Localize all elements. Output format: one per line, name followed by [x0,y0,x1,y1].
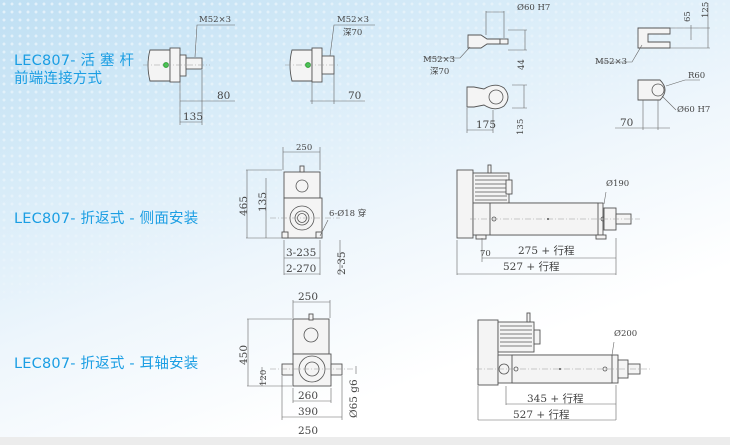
section-title-trunnion-mount: LEC807- 折返式 - 耳轴安装 [14,356,199,372]
page-footer-strip [0,437,730,445]
dim-height2: 135 [257,192,269,212]
drawing-trunnion-front: 250 450 120 260 390 Ø65 g6 [238,291,360,420]
dim-label: 2-270 [286,263,316,275]
dim-width: 250 [296,143,312,153]
section-subtitle-rod-end: 前端连接方式 [14,71,103,87]
drawing-side-mount-side: Ø190 70 275 + 行程 527 + 行程 [456,164,640,275]
dim-label: 125 [701,2,711,18]
depth-label: 深70 [430,67,449,77]
thread-label: M52×3 [595,57,627,67]
dim-label: 70 [348,90,361,102]
bore-label: Ø60 H7 [517,2,550,13]
dim-label: 80 [217,90,230,102]
section-title-side-mount: LEC807- 折返式 - 侧面安装 [14,211,199,227]
dim-label: 2-35 [336,251,348,275]
dim-label: 135 [516,119,526,135]
thread-label: M52×3 [337,15,369,25]
drawing-rod-eye: Ø60 H7 M52×3 深70 44 175 135 [423,2,550,135]
radius-label: R60 [688,71,705,81]
dim-height: 465 [238,196,250,216]
thread-label: M52×3 [423,55,455,65]
bore-label: Ø60 H7 [677,104,710,115]
holes-label: 6-Ø18 穿 [329,208,366,219]
dim-label: 260 [298,390,318,402]
dim-width: 250 [298,291,318,303]
dim-label: 70 [620,117,633,129]
length-label: 527 + 行程 [503,260,560,273]
dim-label: 44 [517,59,527,70]
thread-label: M52×3 [199,15,231,25]
depth-label: 深70 [343,28,362,38]
length-label: 527 + 行程 [513,408,570,421]
diameter-label: Ø190 [606,178,629,189]
drawing-trunnion-side: Ø200 345 + 行程 527 + 行程 [476,312,650,421]
section-title-rod-end: LEC807- 活 塞 杆 [14,53,135,69]
dim-height2: 120 [259,370,269,386]
length-label: 345 + 行程 [527,392,584,405]
drawing-side-mount-front: 250 465 135 6-Ø18 穿 3-235 2-270 2-35 [238,143,366,275]
dim-label: 70 [480,249,491,259]
pin-label: Ø65 g6 [348,379,360,418]
dim-label: 135 [183,111,203,123]
dim-label: 65 [683,11,693,22]
dim-label: 390 [298,406,318,418]
dim-width-cutoff: 250 [298,425,318,437]
dim-label: 175 [476,119,496,131]
diameter-label: Ø200 [614,328,637,339]
dim-label: 3-235 [286,247,316,259]
dim-height: 450 [238,345,250,365]
drawing-rod-end-male-thread: M52×3 80 135 [143,15,235,125]
background-pattern [0,0,730,300]
length-label: 275 + 行程 [518,244,575,257]
drawing-rod-end-female-thread: M52×3 深70 70 [285,15,375,104]
drawing-clevis: 65 125 M52×3 R60 Ø60 H7 70 [595,2,711,130]
